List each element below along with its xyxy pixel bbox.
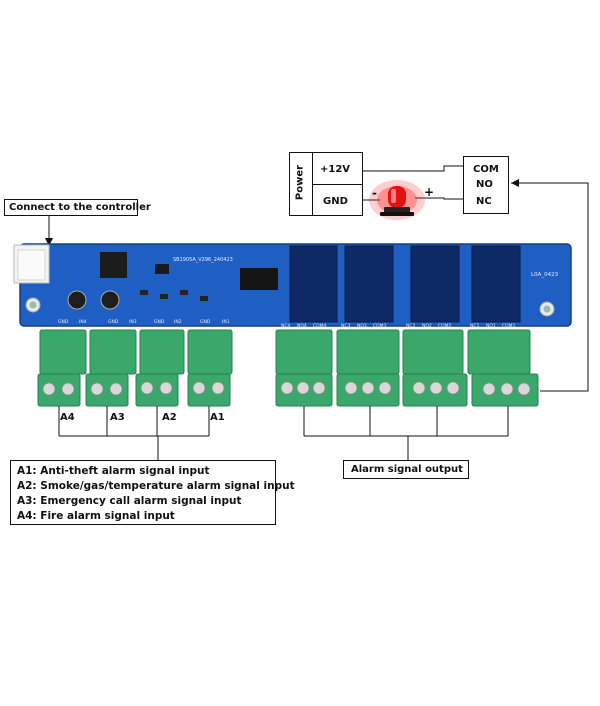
output-label-box: Alarm signal output bbox=[343, 460, 469, 479]
siren-icon bbox=[369, 180, 425, 220]
svg-text:COM4: COM4 bbox=[313, 323, 327, 329]
svg-text:IN2: IN2 bbox=[174, 319, 182, 325]
board-model-text: SB1905A_V296_240423 bbox=[173, 257, 233, 263]
svg-text:COM2: COM2 bbox=[438, 323, 452, 329]
legend-a2: A2: Smoke/gas/temperature alarm signal i… bbox=[17, 480, 295, 492]
power-plus-label: +12V bbox=[320, 164, 351, 175]
legend-a3: A3: Emergency call alarm signal input bbox=[17, 495, 242, 507]
siren-plus-label: + bbox=[424, 185, 435, 199]
input-label-a4: A4 bbox=[60, 412, 75, 423]
svg-text:IN3: IN3 bbox=[129, 319, 137, 325]
svg-text:NC1: NC1 bbox=[470, 323, 480, 329]
input-legend-box: A1: Anti-theft alarm signal input A2: Sm… bbox=[10, 460, 295, 525]
relay-terminal-box: COM NO NC bbox=[463, 156, 509, 214]
svg-text:GND: GND bbox=[108, 319, 119, 325]
svg-text:NC2: NC2 bbox=[406, 323, 416, 329]
svg-text:GND: GND bbox=[200, 319, 211, 325]
legend-a4: A4: Fire alarm signal input bbox=[17, 510, 175, 522]
svg-text:NO2: NO2 bbox=[422, 323, 432, 329]
svg-text:GND: GND bbox=[154, 319, 165, 325]
output-label: Alarm signal output bbox=[351, 464, 463, 475]
svg-text:NO1: NO1 bbox=[486, 323, 496, 329]
input-label-a2: A2 bbox=[162, 412, 177, 423]
svg-text:COM1: COM1 bbox=[502, 323, 516, 329]
svg-text:NC4: NC4 bbox=[281, 323, 291, 329]
power-box: Power +12V GND bbox=[289, 152, 363, 216]
input-label-a3: A3 bbox=[110, 412, 125, 423]
legend-a1: A1: Anti-theft alarm signal input bbox=[17, 465, 210, 477]
svg-text:IN4: IN4 bbox=[79, 319, 87, 325]
svg-text:GND: GND bbox=[58, 319, 69, 325]
power-gnd-label: GND bbox=[323, 196, 348, 207]
input-label-a1: A1 bbox=[210, 412, 225, 423]
relay-no-label: NO bbox=[476, 179, 493, 190]
siren-minus-label: - bbox=[372, 186, 377, 200]
board-version-text: L0A_0423 bbox=[531, 272, 559, 278]
svg-text:NC3: NC3 bbox=[341, 323, 351, 329]
svg-text:COM3: COM3 bbox=[373, 323, 387, 329]
svg-text:IN1: IN1 bbox=[222, 319, 230, 325]
controller-label: Connect to the controller bbox=[9, 202, 151, 213]
svg-text:NO3: NO3 bbox=[357, 323, 367, 329]
controller-label-box: Connect to the controller bbox=[4, 199, 151, 216]
svg-text:NO4: NO4 bbox=[297, 323, 307, 329]
relay-nc-label: NC bbox=[476, 196, 492, 207]
relay-com-label: COM bbox=[473, 164, 499, 175]
